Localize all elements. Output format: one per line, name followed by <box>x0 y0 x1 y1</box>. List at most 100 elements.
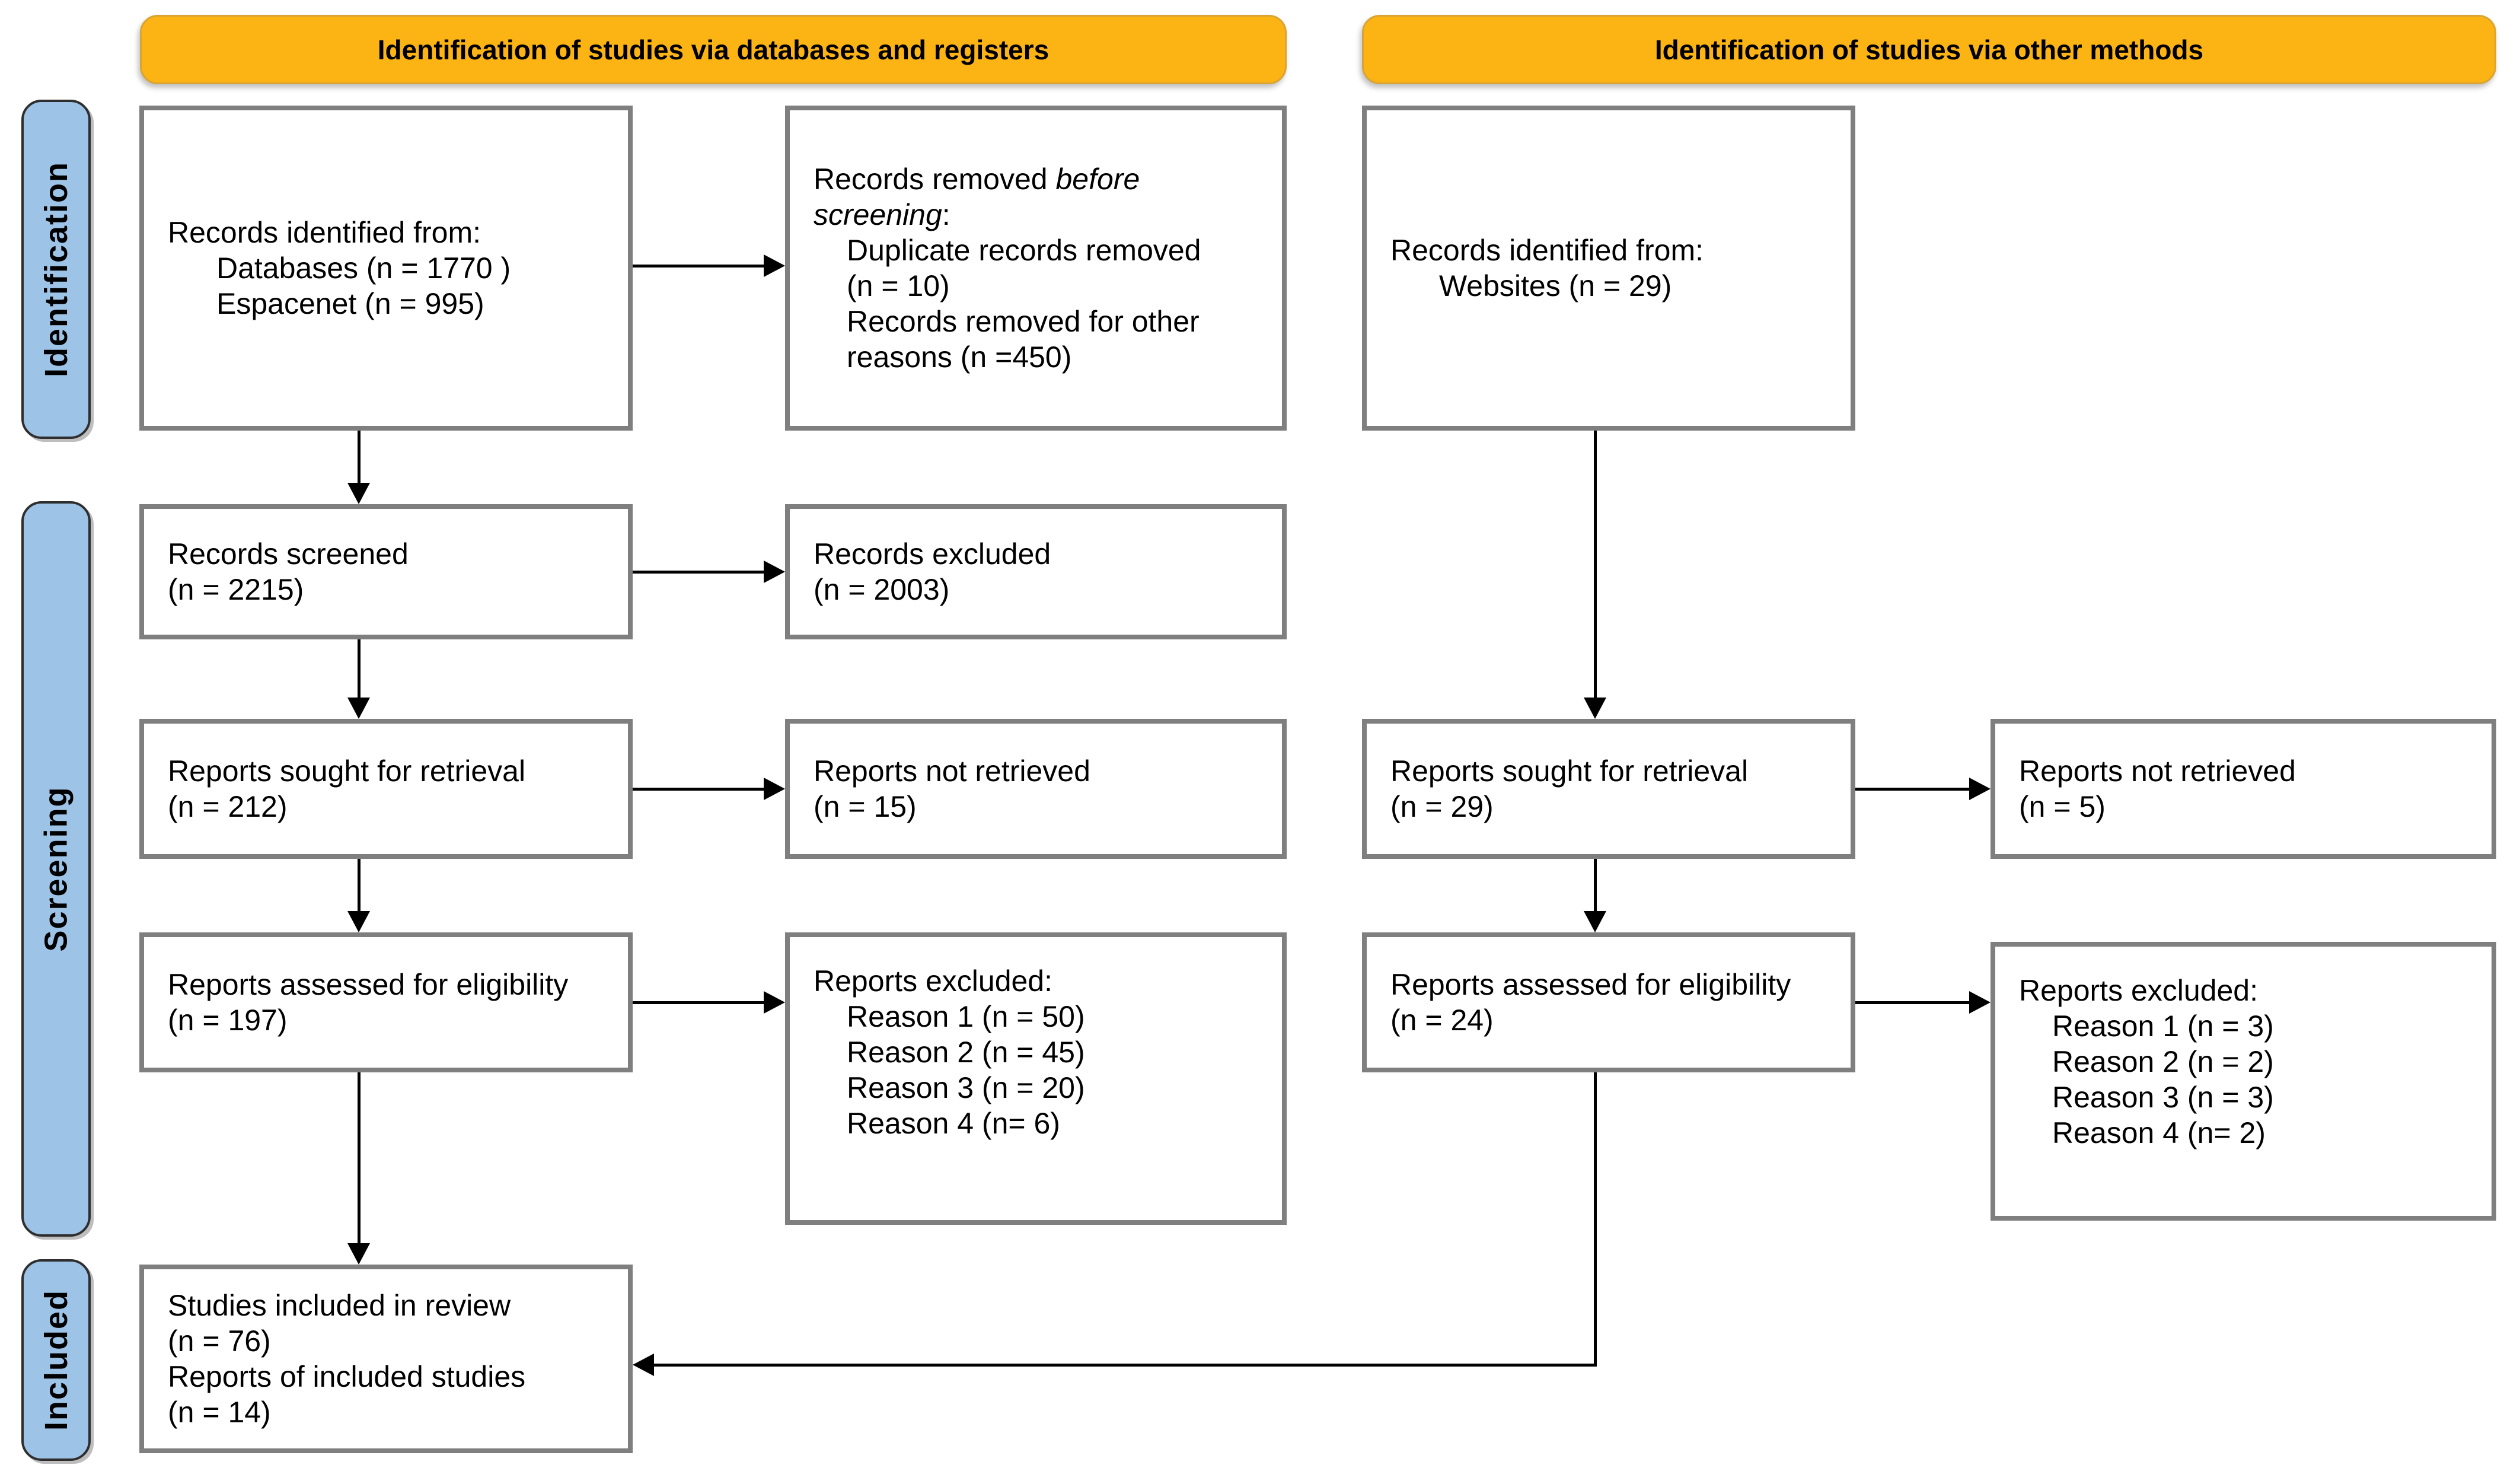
text-line: Databases (n = 1770 ) <box>216 251 511 285</box>
box-text: Reports not retrieved (n = 15) <box>790 753 1282 824</box>
box-text: Reports excluded: Reason 1 (n = 3) Reaso… <box>1995 947 2492 1151</box>
box-records-excluded: Records excluded (n = 2003) <box>785 504 1287 639</box>
text-line: Reports not retrieved <box>2019 754 2296 788</box>
arrow-line-sought-to-assessed <box>358 859 361 911</box>
arrowhead-down-icon <box>347 911 370 932</box>
text-segment-italic: screening <box>814 198 942 231</box>
arrowhead-down-icon <box>347 1243 370 1265</box>
arrowhead-right-icon <box>764 254 785 277</box>
box-records-screened: Records screened (n = 2215) <box>139 504 633 639</box>
text-line: (n = 2003) <box>814 573 950 606</box>
box-reports-excluded-databases: Reports excluded: Reason 1 (n = 50) Reas… <box>785 932 1287 1225</box>
box-reports-assessed-databases: Reports assessed for eligibility (n = 19… <box>139 932 633 1072</box>
stage-label-text: Included <box>38 1289 74 1431</box>
text-line: Reports of included studies <box>168 1360 526 1393</box>
banner-label: Identification of studies via other meth… <box>1654 34 2204 65</box>
text-segment-italic: before <box>1055 163 1140 196</box>
box-text: Records screened (n = 2215) <box>144 536 628 607</box>
arrow-line-sought-to-assessed-other <box>1594 859 1597 911</box>
arrowhead-down-icon <box>347 483 370 504</box>
arrow-line-assessed-to-included <box>358 1072 361 1243</box>
text-line: Records removed for other <box>847 305 1200 338</box>
text-line: (n = 5) <box>2019 790 2106 823</box>
arrowhead-right-icon <box>1969 778 1991 800</box>
text-line: Reason 3 (n = 20) <box>847 1071 1085 1104</box>
box-reports-sought-databases: Reports sought for retrieval (n = 212) <box>139 719 633 859</box>
text-line: screening: <box>814 197 1272 233</box>
box-text: Reports assessed for eligibility (n = 24… <box>1367 967 1851 1038</box>
arrow-line-screened-to-sought <box>358 639 361 698</box>
text-line: (n = 76) <box>168 1324 271 1358</box>
stage-label-text: Screening <box>38 786 74 952</box>
arrow-line-screened-to-excluded <box>633 571 764 574</box>
box-text: Records removed before screening: Duplic… <box>790 161 1282 375</box>
box-reports-sought-other: Reports sought for retrieval (n = 29) <box>1362 719 1855 859</box>
text-line: Records screened <box>168 537 409 571</box>
text-line: Reports excluded: <box>814 964 1053 998</box>
text-line: (n = 15) <box>814 790 917 823</box>
text-line: Reports assessed for eligibility <box>1390 968 1791 1001</box>
arrow-line-sought-to-not-retrieved-other <box>1855 788 1969 791</box>
box-reports-not-retrieved-other: Reports not retrieved (n = 5) <box>1991 719 2496 859</box>
text-line: Records identified from: <box>1390 234 1704 267</box>
text-line: Studies included in review <box>168 1289 511 1322</box>
text-line: reasons (n =450) <box>847 340 1072 374</box>
box-reports-excluded-other: Reports excluded: Reason 1 (n = 3) Reaso… <box>1991 942 2496 1221</box>
text-line: Duplicate records removed <box>847 234 1201 267</box>
text-line: (n = 29) <box>1390 790 1494 823</box>
box-text: Reports assessed for eligibility (n = 19… <box>144 967 628 1038</box>
text-line: Reason 1 (n = 3) <box>2052 1009 2274 1043</box>
arrow-line-assessed-to-excluded <box>633 1001 764 1004</box>
arrowhead-right-icon <box>1969 991 1991 1014</box>
text-line: Records removed before <box>814 161 1272 197</box>
arrowhead-down-icon <box>347 698 370 719</box>
text-line: (n = 14) <box>168 1396 271 1429</box>
arrowhead-right-icon <box>764 991 785 1014</box>
text-line: Reason 2 (n = 45) <box>847 1036 1085 1069</box>
arrow-line-identified-to-removed <box>633 265 764 267</box>
text-line: Reason 4 (n= 6) <box>847 1107 1060 1140</box>
text-line: Records identified from: <box>168 216 481 249</box>
stage-label-screening: Screening <box>21 501 91 1237</box>
text-line: Websites (n = 29) <box>1439 269 1672 302</box>
arrow-line-identified-to-screened <box>358 431 361 483</box>
box-text: Records identified from: Websites (n = 2… <box>1367 233 1851 304</box>
elbow-line-horizontal-assessed-other-to-included <box>654 1364 1597 1367</box>
arrowhead-right-icon <box>764 561 785 583</box>
arrow-line-sought-to-not-retrieved <box>633 788 764 791</box>
banner-label: Identification of studies via databases … <box>377 34 1050 65</box>
box-records-identified-websites: Records identified from: Websites (n = 2… <box>1362 106 1855 431</box>
text-line: Reason 3 (n = 3) <box>2052 1081 2274 1114</box>
banner-identification-databases-registers: Identification of studies via databases … <box>140 15 1287 84</box>
box-studies-included-in-review: Studies included in review (n = 76) Repo… <box>139 1265 633 1453</box>
text-line: (n = 2215) <box>168 573 304 606</box>
text-line: Reason 2 (n = 2) <box>2052 1045 2274 1078</box>
text-segment: : <box>942 198 950 231</box>
text-line: (n = 212) <box>168 790 288 823</box>
arrow-line-websites-to-sought <box>1594 431 1597 698</box>
text-line: Reports not retrieved <box>814 754 1090 788</box>
stage-label-identification: Identification <box>21 100 91 439</box>
elbow-line-vertical-assessed-other-to-included <box>1594 1072 1597 1367</box>
box-text: Reports sought for retrieval (n = 29) <box>1367 753 1851 824</box>
arrow-line-assessed-to-excluded-other <box>1855 1001 1969 1004</box>
box-text: Records excluded (n = 2003) <box>790 536 1282 607</box>
arrowhead-left-icon <box>633 1354 654 1376</box>
text-line: Records excluded <box>814 537 1051 571</box>
box-text: Reports excluded: Reason 1 (n = 50) Reas… <box>790 937 1282 1141</box>
text-line: Espacenet (n = 995) <box>216 287 484 320</box>
text-line: Reports excluded: <box>2019 974 2259 1007</box>
arrowhead-down-icon <box>1584 911 1606 932</box>
box-reports-not-retrieved-databases: Reports not retrieved (n = 15) <box>785 719 1287 859</box>
text-line: Reports sought for retrieval <box>1390 754 1749 788</box>
box-text: Records identified from: Databases (n = … <box>144 215 628 321</box>
box-text: Studies included in review (n = 76) Repo… <box>144 1288 628 1430</box>
text-line: (n = 10) <box>847 269 950 302</box>
text-line: Reports assessed for eligibility <box>168 968 569 1001</box>
text-line: Reason 4 (n= 2) <box>2052 1116 2266 1149</box>
banner-identification-other-methods: Identification of studies via other meth… <box>1362 15 2496 84</box>
text-line: (n = 24) <box>1390 1004 1494 1037</box>
arrowhead-down-icon <box>1584 698 1606 719</box>
arrowhead-right-icon <box>764 778 785 800</box>
